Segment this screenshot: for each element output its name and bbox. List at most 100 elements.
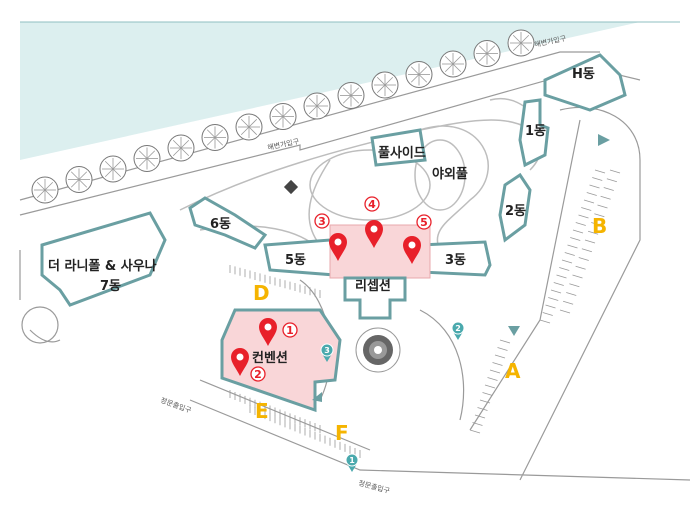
- parking-space: [575, 265, 586, 270]
- building-h: [543, 53, 627, 112]
- building-convention: [220, 308, 342, 413]
- fountain: [355, 327, 401, 373]
- pin-icon: [365, 220, 383, 248]
- tree-icon: [31, 176, 59, 204]
- pin-number: 3: [318, 215, 326, 228]
- tree-icon: [269, 103, 297, 130]
- parking-a: A: [505, 359, 521, 383]
- parking-space: [606, 178, 617, 183]
- parking-space: [584, 239, 596, 244]
- parking-space: [477, 407, 488, 411]
- parking-space: [539, 319, 551, 324]
- gate-marker-1[interactable]: 1: [345, 453, 359, 472]
- building-poolside: [370, 128, 427, 167]
- parking-space: [545, 304, 556, 309]
- tree-icon: [235, 113, 263, 141]
- parking-space: [482, 392, 493, 396]
- direction-arrow: [312, 392, 322, 402]
- tree-icon: [65, 166, 93, 193]
- tree-icon: [167, 134, 195, 162]
- gate-number: 1: [349, 456, 355, 465]
- pin-icon: [259, 318, 277, 346]
- location-pin-1[interactable]: 1: [259, 318, 298, 346]
- pin-icon: [329, 233, 347, 261]
- parking-space: [586, 192, 597, 196]
- parking-space: [589, 184, 600, 189]
- parking-spaces: [229, 169, 621, 458]
- parking-f: F: [335, 421, 349, 445]
- label-2: 2동: [505, 204, 526, 219]
- location-pin-5[interactable]: 5: [403, 214, 432, 264]
- building-2: [498, 172, 532, 243]
- parking-space: [564, 252, 575, 256]
- parking-space: [603, 187, 614, 191]
- parking-space: [559, 267, 570, 271]
- label-main-entrance-1: 정문출입구: [159, 395, 193, 415]
- tree-icon: [99, 155, 127, 183]
- gate-number: 2: [455, 324, 461, 333]
- label-outdoor-pool: 야외풀: [432, 166, 468, 182]
- label-5: 5동: [285, 253, 306, 268]
- parking-space: [556, 274, 567, 279]
- label-3: 3동: [445, 253, 466, 268]
- parking-space: [553, 282, 564, 286]
- tree-icon: [133, 145, 161, 172]
- parking-space: [494, 354, 506, 359]
- location-pin-3[interactable]: 3: [314, 213, 347, 261]
- parking-space: [588, 230, 599, 235]
- building-6: [188, 196, 268, 250]
- parking-space: [563, 300, 574, 305]
- parking-space: [591, 222, 602, 226]
- parking-space: [600, 195, 611, 200]
- sea-area: [20, 22, 680, 160]
- parking-space: [609, 169, 621, 174]
- parking-space: [567, 244, 578, 249]
- parking-space: [548, 297, 559, 301]
- parking-space: [566, 292, 577, 296]
- pin-icon: [403, 236, 421, 264]
- direction-arrow: [598, 134, 610, 146]
- parking-space: [572, 229, 584, 234]
- parking-space: [575, 222, 586, 226]
- parking-space: [497, 347, 508, 351]
- pin-number: 5: [420, 216, 428, 229]
- parking-b: B: [592, 214, 607, 238]
- label-7: 7동: [100, 279, 121, 294]
- tree-icon: [303, 92, 331, 120]
- parking-space: [583, 199, 595, 204]
- parking-space: [474, 414, 486, 419]
- outdoor-pool-outline: [414, 139, 466, 211]
- location-pin-4[interactable]: 4: [364, 196, 383, 248]
- label-reception: 리셉션: [355, 278, 391, 294]
- gate-marker-3[interactable]: 3: [320, 343, 334, 362]
- tree-icon: [337, 82, 365, 109]
- parking-space: [484, 384, 496, 389]
- gate-number: 3: [324, 346, 330, 355]
- gate-marker-2[interactable]: 2: [451, 321, 465, 340]
- pin-number: 1: [286, 324, 294, 337]
- parking-space: [578, 214, 589, 219]
- location-pin-2[interactable]: 2: [231, 348, 266, 382]
- tree-icon: [473, 40, 501, 67]
- label-h: H동: [572, 67, 595, 82]
- label-poolside: 풀사이드: [378, 145, 426, 161]
- parking-space: [594, 213, 605, 218]
- label-convention: 컨벤션: [252, 350, 288, 366]
- parking-space: [594, 169, 606, 174]
- parking-space: [542, 312, 553, 316]
- parking-space: [469, 429, 481, 434]
- landmark-marker: [283, 179, 299, 195]
- tree-icon: [201, 124, 229, 151]
- tree-icon: [405, 61, 433, 88]
- parking-e: E: [255, 399, 269, 423]
- pin-number: 4: [368, 198, 376, 211]
- parking-space: [569, 283, 580, 288]
- roundabout: [21, 306, 59, 344]
- parking-space: [561, 259, 573, 264]
- parking-space: [581, 207, 592, 211]
- parking-space: [572, 274, 583, 279]
- parking-d: D: [253, 281, 270, 305]
- pool-outline: [309, 149, 431, 221]
- parking-space: [487, 377, 498, 381]
